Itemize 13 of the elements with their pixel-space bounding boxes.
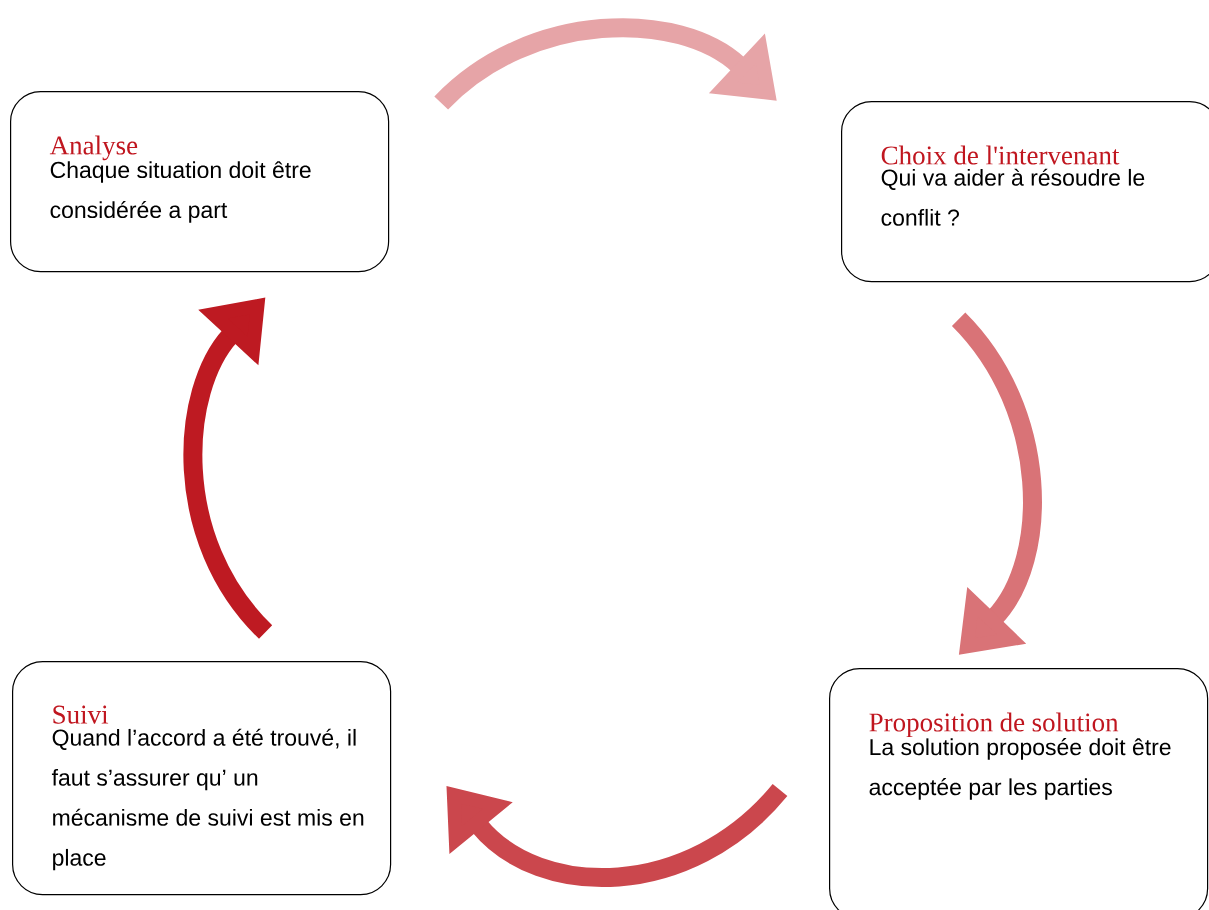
step-description: La solution proposée doit être acceptée par les parties	[869, 738, 1171, 800]
step-box	[829, 668, 1209, 910]
step-title: Analyse	[49, 135, 138, 161]
step-description: Chaque situation doit être considérée a part	[50, 161, 311, 223]
step-description: Quand l’accord a été trouvé, il faut s’assurer qu’ un mécanisme de suivi est mis en place	[51, 728, 364, 871]
curved-arrow	[446, 783, 787, 887]
step-title: Suivi	[53, 705, 109, 724]
step-box	[841, 101, 1209, 283]
step-title: Choix de l'intervenant	[881, 145, 1120, 165]
step-description: Qui va aider à résoudre le conflit ?	[881, 168, 1145, 226]
step-box	[10, 91, 390, 273]
step-box	[12, 661, 392, 896]
step-title: Proposition de solution	[869, 712, 1119, 738]
